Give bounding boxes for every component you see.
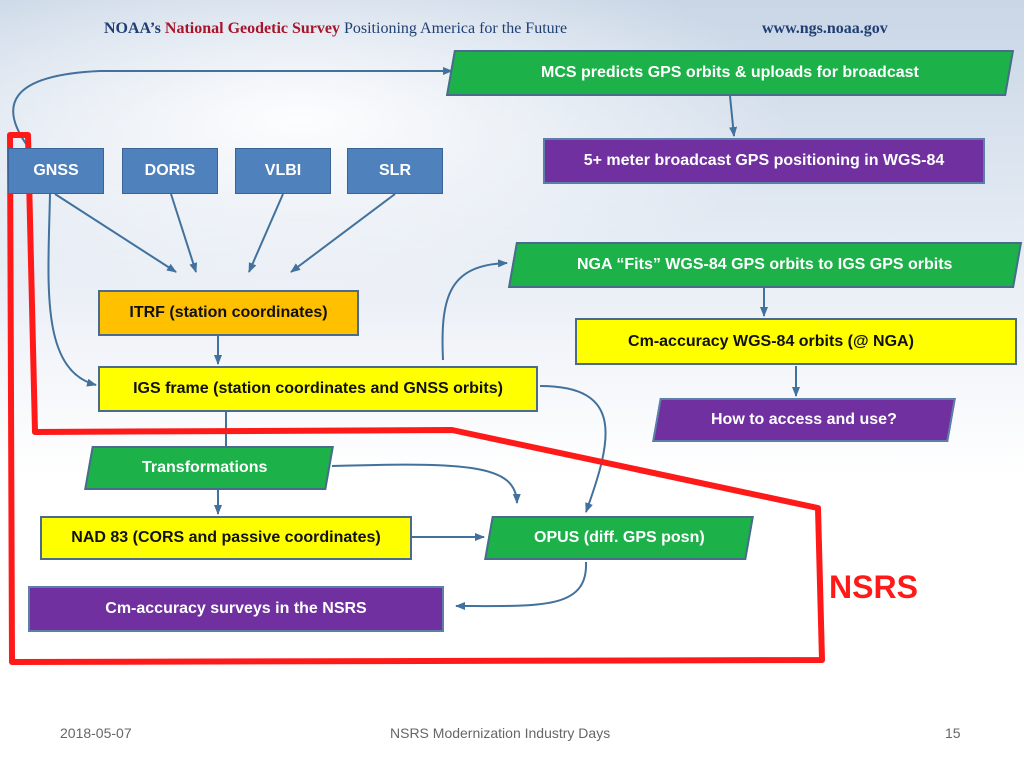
box-slr: SLR: [347, 148, 443, 194]
arrow-slr-to-itrf: [290, 193, 396, 273]
footer-event: NSRS Modernization Industry Days: [390, 725, 611, 741]
box-vlbi: VLBI: [235, 148, 331, 194]
header-tagline: Positioning America for the Future: [343, 20, 568, 37]
arrow-vlbi-to-itrf: [248, 193, 284, 273]
footer-date: 2018-05-07: [60, 725, 132, 741]
arrow-igs-to-nga: [441, 259, 508, 361]
box-transformations: Transformations: [84, 446, 334, 490]
arrow-gnss-to-igs: [47, 193, 97, 387]
box-nga-fits: NGA “Fits” WGS-84 GPS orbits to IGS GPS …: [507, 242, 1023, 288]
box-nad83: NAD 83 (CORS and passive coordinates): [40, 516, 412, 560]
header-agency-name: National Geodetic Survey: [164, 20, 340, 37]
arrow-transform-to-opus: [331, 463, 521, 504]
box-mcs-predicts: MCS predicts GPS orbits & uploads for br…: [445, 50, 1015, 96]
header-banner: NOAA’s National Geodetic Survey Position…: [104, 20, 567, 38]
arrow-mcs-to-broadcast: [729, 95, 738, 137]
box-cm-accuracy-surveys: Cm-accuracy surveys in the NSRS: [28, 586, 444, 632]
box-itrf: ITRF (station coordinates): [98, 290, 359, 336]
box-broadcast-positioning: 5+ meter broadcast GPS positioning in WG…: [543, 138, 985, 184]
arrow-opus-to-surveys: [455, 561, 588, 611]
box-doris: DORIS: [122, 148, 218, 194]
arrow-doris-to-itrf: [170, 193, 198, 273]
header-org: NOAA’s: [104, 20, 161, 37]
box-how-to-access: How to access and use?: [652, 398, 956, 442]
nsrs-region-label: NSRS: [829, 569, 918, 605]
arrow-gnss-to-itrf: [54, 193, 177, 273]
box-igs-frame: IGS frame (station coordinates and GNSS …: [98, 366, 538, 412]
box-opus: OPUS (diff. GPS posn): [484, 516, 754, 560]
header-url[interactable]: www.ngs.noaa.gov: [762, 20, 888, 37]
arrow-igs-to-opus: [539, 385, 607, 513]
footer-page-number: 15: [945, 725, 961, 741]
arrow-gnss-to-mcs: [12, 67, 453, 153]
box-gnss: GNSS: [8, 148, 104, 194]
box-cm-wgs84-orbits: Cm-accuracy WGS-84 orbits (@ NGA): [575, 318, 1017, 365]
